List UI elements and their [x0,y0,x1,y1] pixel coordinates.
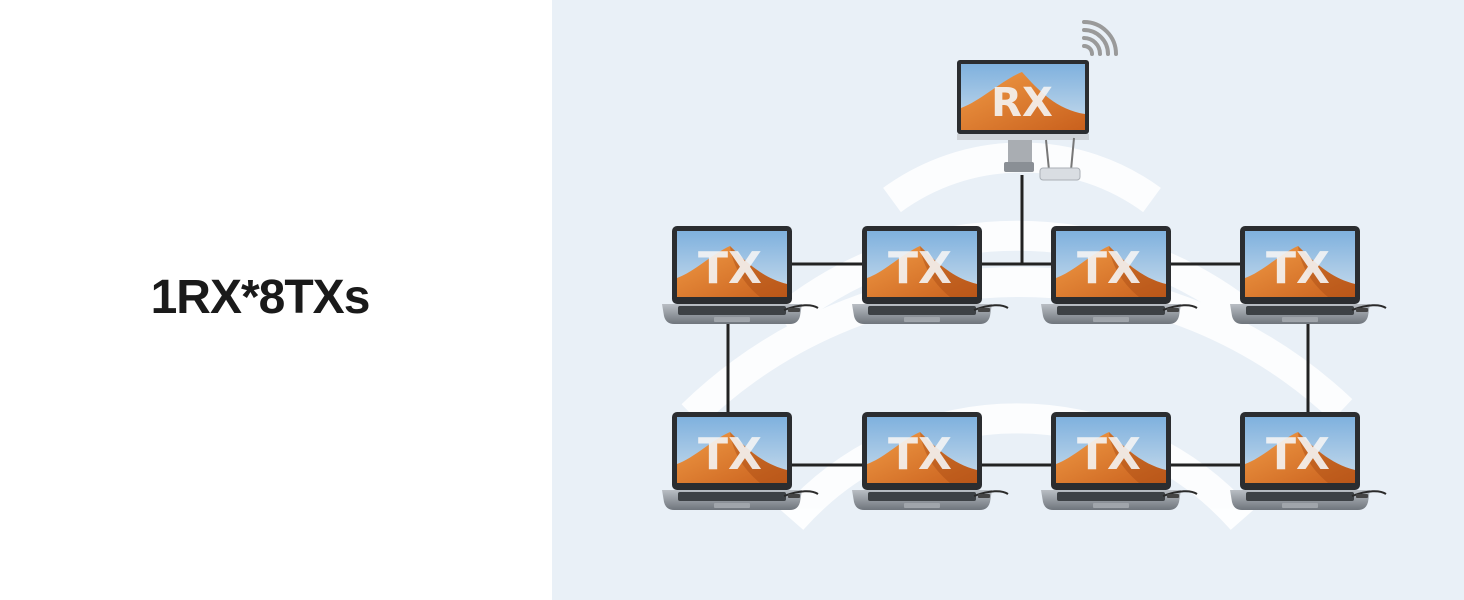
transmitter-label: TX [1266,429,1330,480]
transmitter-laptop-2: TX [851,225,1009,325]
transmitter-label: TX [1266,243,1330,294]
transmitter-label: TX [888,243,952,294]
transmitter-label: TX [698,243,762,294]
monitor-icon [957,60,1089,172]
wifi-signal-icon [1082,20,1118,56]
transmitter-label: TX [1077,243,1141,294]
transmitter-laptop-4: TX [1229,225,1387,325]
transmitter-laptop-8: TX [1229,411,1387,511]
receiver-unit: RX [957,20,1118,181]
network-diagram-panel: RX TX TX TX TX TX [552,0,1464,600]
receiver-label: RX [991,80,1053,126]
left-panel: 1RX*8TXs [0,0,552,600]
transmitter-laptop-3: TX [1040,225,1198,325]
transmitter-label: TX [698,429,762,480]
transmitter-laptop-1: TX [661,225,819,325]
router-icon [1039,137,1081,181]
transmitter-laptop-5: TX [661,411,819,511]
network-diagram: RX TX TX TX TX TX [661,20,1387,530]
transmitter-label: TX [888,429,952,480]
transmitter-label: TX [1077,429,1141,480]
headline: 1RX*8TXs [150,271,371,324]
transmitter-laptop-6: TX [851,411,1009,511]
transmitter-laptop-7: TX [1040,411,1198,511]
